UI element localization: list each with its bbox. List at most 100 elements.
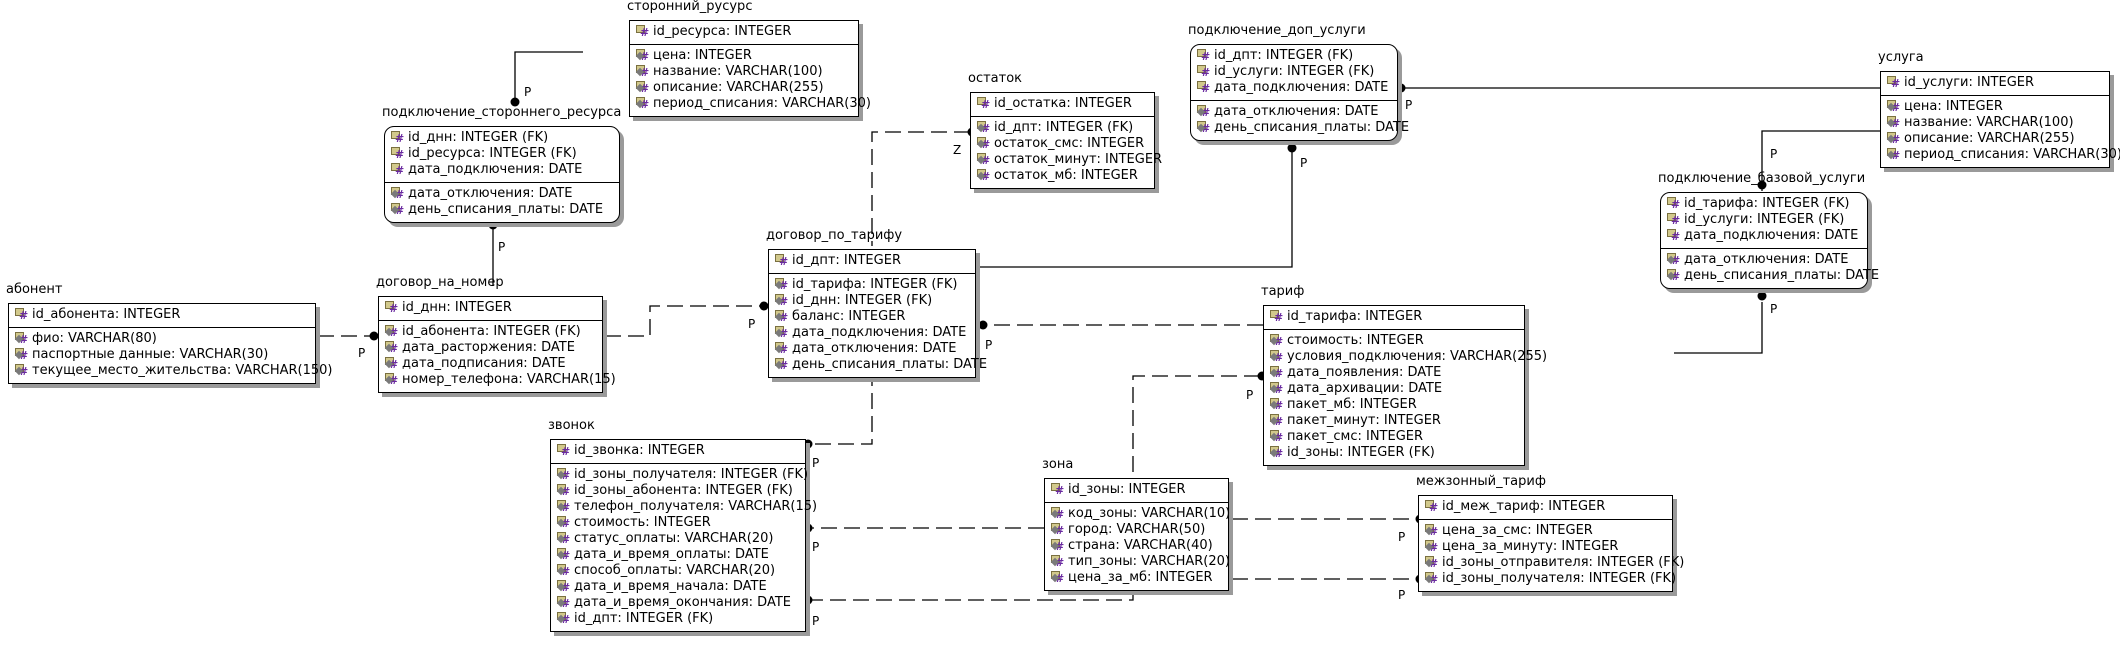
attribute: #дата_и_время_окончания: DATE bbox=[556, 595, 799, 611]
attribute-text: id_дпт: INTEGER bbox=[792, 253, 901, 268]
primary-key-icon: # bbox=[636, 25, 651, 39]
entity-box: #id_меж_тариф: INTEGER #цена_за_смс: INTE… bbox=[1418, 495, 1684, 592]
attribute: #id_дпт: INTEGER (FK) bbox=[556, 611, 799, 627]
attribute-text: дата_отключения: DATE bbox=[792, 341, 957, 356]
attribute: #тип_зоны: VARCHAR(20) bbox=[1050, 554, 1230, 570]
attribute-text: описание: VARCHAR(255) bbox=[1904, 131, 2075, 146]
rel-label: P bbox=[1405, 98, 1413, 112]
attribute-icon: # bbox=[556, 484, 572, 498]
primary-key-icon: # bbox=[391, 163, 406, 177]
entity-podkl-bazovoy-uslugi[interactable]: подключение_базовой_услуги #id_тарифа: IN… bbox=[1658, 171, 1879, 289]
attribute-icon: # bbox=[1269, 382, 1285, 396]
entity-title: остаток bbox=[968, 71, 1023, 86]
attribute: #пакет_минут: INTEGER bbox=[1269, 413, 1518, 429]
attribute-text: код_зоны: VARCHAR(10) bbox=[1068, 506, 1231, 521]
rel-dnn-dpt-line bbox=[605, 305, 762, 337]
attribute-text: дата_подключения: DATE bbox=[1214, 80, 1389, 95]
attribute-icon: # bbox=[976, 169, 992, 183]
attribute-text: id_дпт: INTEGER (FK) bbox=[1214, 48, 1354, 63]
rel-label: P bbox=[748, 317, 756, 331]
attribute: #период_списания: VARCHAR(30) bbox=[635, 96, 871, 112]
attribute-text: день_списания_платы: DATE bbox=[1684, 268, 1880, 283]
attributes-section: #цена_за_смс: INTEGER#цена_за_минуту: IN… bbox=[1419, 520, 1684, 591]
attribute: #дата_подключения: DATE bbox=[774, 325, 969, 341]
rel-label: P bbox=[1300, 156, 1308, 170]
attribute-icon: # bbox=[774, 310, 790, 324]
attribute-text: тип_зоны: VARCHAR(20) bbox=[1068, 554, 1230, 569]
entity-abonent[interactable]: абонент#id_абонента: INTEGER#фио: VARCHA… bbox=[6, 282, 332, 384]
primary-key-icon: # bbox=[1197, 81, 1212, 95]
attribute: #город: VARCHAR(50) bbox=[1050, 522, 1222, 538]
entity-ostatok[interactable]: остаток # id_остатка: INTEGER #id_дпт: INTE… bbox=[968, 71, 1162, 189]
attributes-section: #id_зоны_получателя: INTEGER (FK)#id_зон… bbox=[551, 464, 817, 631]
pk-attribute: #id_абонента: INTEGER bbox=[15, 307, 309, 323]
attribute-text: баланс: INTEGER bbox=[792, 309, 906, 324]
attribute: #цена: INTEGER bbox=[1886, 99, 2103, 115]
attribute-icon: # bbox=[774, 278, 790, 292]
attribute-text: id_меж_тариф: INTEGER bbox=[1442, 499, 1606, 514]
rel-end-dot bbox=[1757, 291, 1767, 301]
rel-zona-zvonok2-line bbox=[808, 588, 1134, 601]
entity-podkl-storonnego[interactable]: подключение_стороннего_ресурса#id_днн: I… bbox=[382, 105, 621, 223]
entity-box: #id_днн: INTEGER (FK)#id_ресурса: INTEGE… bbox=[384, 126, 620, 223]
attributes-section: #id_дпт: INTEGER (FK)#остаток_смс: INTEG… bbox=[971, 117, 1162, 188]
attributes-section: #дата_отключения: DATE#день_списания_пла… bbox=[1191, 101, 1409, 140]
attribute: #id_днн: INTEGER (FK) bbox=[774, 293, 969, 309]
attribute-text: id_остатка: INTEGER bbox=[994, 96, 1132, 111]
attribute-icon: # bbox=[390, 203, 406, 217]
entity-title: договор_на_номер bbox=[376, 275, 504, 290]
attribute: #id_абонента: INTEGER (FK) bbox=[384, 324, 596, 340]
attribute: #название: VARCHAR(100) bbox=[1886, 115, 2103, 131]
entity-box: #id_тарифа: INTEGER (FK)#id_услуги: INTE… bbox=[1660, 192, 1879, 289]
attribute-text: id_звонка: INTEGER bbox=[574, 443, 705, 458]
attributes-section: #цена: INTEGER#название: VARCHAR(100)# оп… bbox=[1881, 96, 2120, 167]
primary-key-icon: # bbox=[1051, 483, 1066, 497]
attributes-section: #код_зоны: VARCHAR(10)#город: VARCHAR(50… bbox=[1045, 503, 1230, 590]
attributes-section: #фио: VARCHAR(80)#паспортные данные: VAR… bbox=[9, 328, 332, 383]
attributes-section: #дата_отключения: DATE#день_списания_пла… bbox=[1661, 249, 1879, 288]
entity-title: подключение_базовой_услуги bbox=[1658, 171, 1866, 186]
attribute-text: дата_и_время_начала: DATE bbox=[574, 579, 767, 594]
attribute-icon: # bbox=[384, 325, 400, 339]
entity-dogovor-na-nomer[interactable]: договор_на_номер#id_днн: INTEGER#id_абон… bbox=[376, 275, 616, 393]
pk-attribute: #id_ресурса: INTEGER (FK) bbox=[391, 146, 613, 162]
attribute: #дата_появления: DATE bbox=[1269, 365, 1518, 381]
attribute: #день_списания_платы: DATE bbox=[1196, 120, 1409, 136]
attribute: #паспортные данные: VARCHAR(30) bbox=[14, 347, 309, 363]
attribute-icon: # bbox=[1886, 100, 1902, 114]
primary-key-section: #id_ресурса: INTEGER bbox=[630, 21, 858, 45]
entity-podkl-dop-uslugi[interactable]: подключение_доп_услуги#id_дпт: INTEGER (… bbox=[1188, 23, 1409, 141]
rel-label: P bbox=[358, 346, 366, 360]
rel-label: P bbox=[524, 85, 532, 99]
attribute: #остаток_мб: INTEGER bbox=[976, 168, 1148, 184]
entity-mezhzonnyy-tarif[interactable]: межзонный_тариф#id_меж_тариф: INTEGER#це… bbox=[1416, 474, 1684, 592]
attribute-icon: # bbox=[635, 49, 651, 63]
attribute-text: текущее_место_жительства: VARCHAR(150) bbox=[32, 363, 333, 378]
rel-label: P bbox=[985, 338, 993, 352]
attribute: #пакет_смс: INTEGER bbox=[1269, 429, 1518, 445]
rel-tarif-podklbaz-line bbox=[1674, 302, 1763, 354]
attributes-section: #стоимость: INTEGER#условия_подключения:… bbox=[1264, 330, 1547, 465]
attribute-icon: # bbox=[1050, 571, 1066, 585]
primary-key-icon: # bbox=[1667, 213, 1682, 227]
pk-attribute: #id_тарифа: INTEGER bbox=[1270, 309, 1518, 325]
rel-zona-tarif-line bbox=[1132, 375, 1260, 476]
attribute: #страна: VARCHAR(40) bbox=[1050, 538, 1222, 554]
attribute-text: название: VARCHAR(100) bbox=[1904, 115, 2074, 130]
entity-zvonok[interactable]: звонок#id_звонка: INTEGER#id_зоны_получа… bbox=[548, 418, 817, 632]
entity-dogovor-po-tarifu[interactable]: договор_по_тарифу#id_дпт: INTEGER#id_тар… bbox=[766, 228, 987, 378]
entity-usluga[interactable]: услуга#id_услуги: INTEGER#цена: INTEGER#… bbox=[1878, 50, 2120, 168]
attribute-text: цена: INTEGER bbox=[653, 48, 752, 63]
attribute: #день_списания_платы: DATE bbox=[390, 202, 613, 218]
entity-zona[interactable]: зона#id_зоны: INTEGER#код_зоны: VARCHAR(… bbox=[1042, 457, 1230, 591]
attribute-text: id_услуги: INTEGER (FK) bbox=[1684, 212, 1845, 227]
attribute: #дата_и_время_начала: DATE bbox=[556, 579, 799, 595]
rel-dpt-podkldop-line bbox=[977, 140, 1293, 268]
entity-storonniy-resurs[interactable]: сторонний_русурс#id_ресурса: INTEGER#цен… bbox=[627, 0, 871, 117]
attribute-icon: # bbox=[1269, 366, 1285, 380]
attribute-text: телефон_получателя: VARCHAR(15) bbox=[574, 499, 818, 514]
primary-key-icon: # bbox=[1425, 500, 1440, 514]
attribute: #код_зоны: VARCHAR(10) bbox=[1050, 506, 1230, 522]
entity-tarif[interactable]: тариф#id_тарифа: INTEGER#стоимость: INTE… bbox=[1261, 284, 1547, 466]
primary-key-section: #id_тарифа: INTEGER (FK)#id_услуги: INTE… bbox=[1661, 193, 1867, 249]
